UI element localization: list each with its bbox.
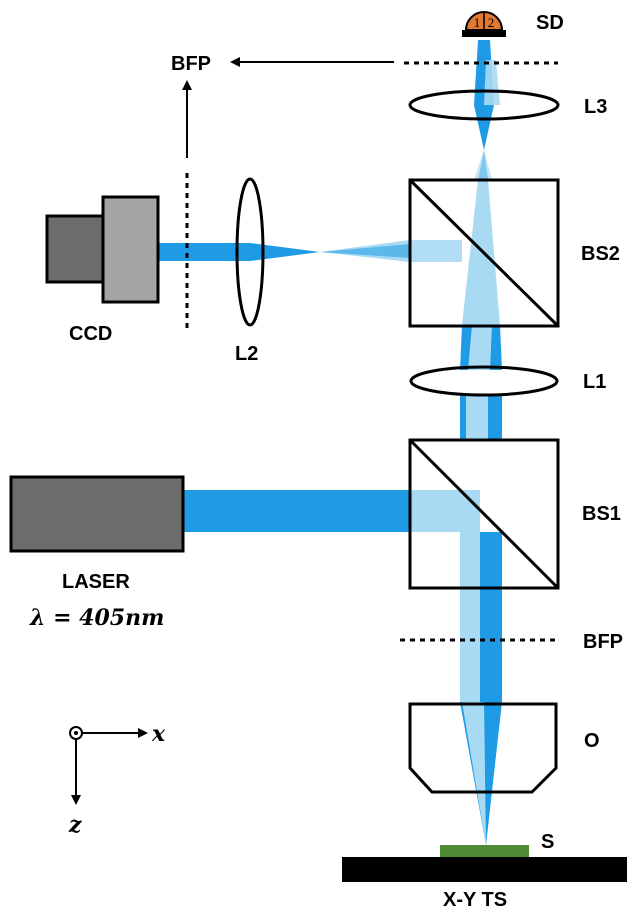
bfp-top-label: BFP [171,53,211,75]
sd-label: SD [536,12,564,34]
bs2-label: BS2 [581,243,620,265]
lens-l1 [409,365,559,397]
bs2-diagonal [408,178,560,328]
l2-label: L2 [235,343,258,365]
wavelength-label: λ = 405nm [29,605,164,631]
beam-splitter-bs2 [408,178,560,328]
lens-l3 [408,89,560,121]
laser-body [9,475,185,553]
beam-bs2-to-l3-light [474,150,492,180]
stage-label: X-Y TS [443,889,507,911]
sd-quadrant-2-label: 2 [488,15,495,30]
sd-quadrant-1-label: 1 [474,15,481,30]
objective-label: O [584,730,600,752]
beam-bs2-to-l1-light [468,325,492,370]
beam-lens2-to-ccd [158,243,250,261]
axis-y-dot [74,731,78,735]
bs1-label: BS1 [582,503,621,525]
beam-objective-to-sample-light [462,702,486,845]
ccd-front [101,195,160,304]
beam-focus-to-l3 [474,105,494,150]
axis-x-label: x [151,721,166,747]
bs1-diagonal [408,438,560,590]
l1-label: L1 [583,371,606,393]
sample [440,845,529,857]
beam-in-bs2 [462,180,500,325]
laser-label: LASER [62,571,130,593]
beam-bs2-to-focus-dark [320,244,410,258]
main-beam-lower-light [460,490,480,702]
sd-detector-base [462,30,506,37]
l3-label: L3 [584,96,607,118]
laser-beam-horizontal [184,490,410,532]
ccd-label: CCD [69,323,112,345]
laser-beam-horizontal-light [410,490,460,532]
main-beam-mid-light [466,395,488,440]
objective-lens [408,702,558,794]
beam-splitter-bs1 [408,438,560,590]
lens-l2 [235,177,265,327]
beam-bs2-inner [410,240,462,262]
beam-focus-to-lens2 [250,243,320,261]
translation-stage [342,857,627,882]
axis-z-label: z [68,812,82,838]
ccd-body [45,214,107,284]
bfp-main-label: BFP [583,631,623,653]
sample-label: S [541,831,554,853]
beam-l3-to-sd-light [484,60,500,105]
